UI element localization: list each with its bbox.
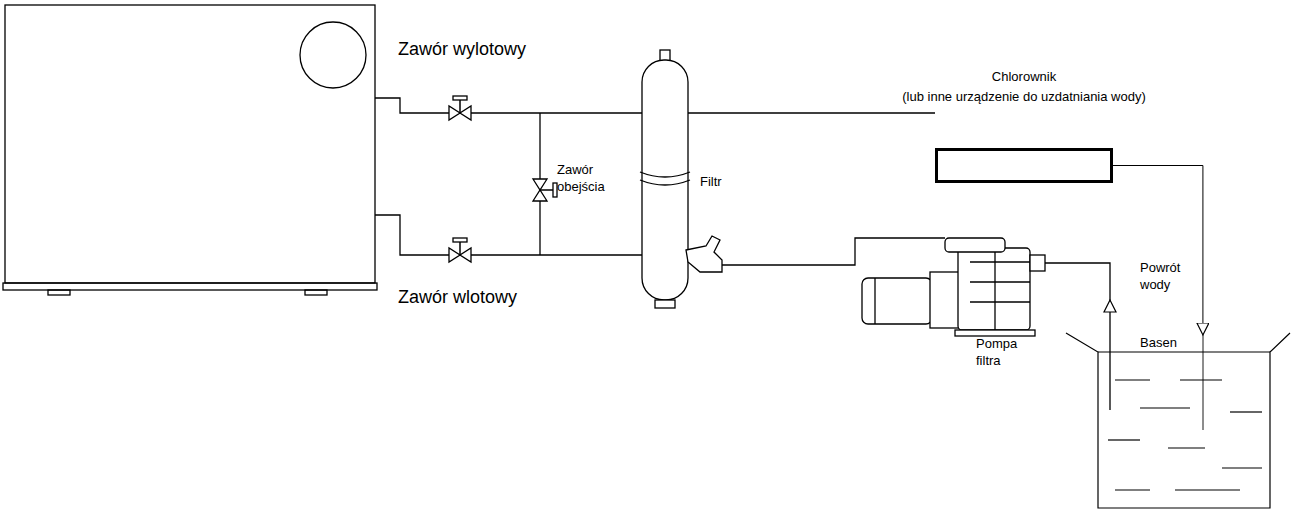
valve-label: Zawór wylotowy: [398, 38, 526, 61]
heat-pump-unit: [3, 5, 377, 295]
pool: [1066, 333, 1290, 508]
bypass-valve: [533, 179, 557, 201]
pool-area: Basen: [1098, 335, 1270, 508]
part-label: Filtr: [700, 174, 722, 191]
filter: [640, 50, 722, 308]
flow-label: Powrót wody: [1140, 260, 1180, 294]
outlet-valve: [449, 96, 471, 120]
filter-pump: [862, 238, 1045, 336]
chlorinator-box: Chlorownik(lub inne urządzenie do uzdatn…: [935, 148, 1113, 183]
valve-label: Zawór obejścia: [557, 162, 605, 196]
part-label: Pompa filtra: [976, 336, 1017, 370]
valve-label: Zawór wlotowy: [398, 286, 517, 309]
flow-arrow: [1104, 300, 1116, 312]
node-title: Basen: [1140, 335, 1177, 352]
node-note: (lub inne urządzenie do uzdatniania wody…: [902, 89, 1146, 106]
pipes: [375, 98, 1203, 430]
inlet-valve: [449, 238, 471, 262]
return-pipe: [1113, 166, 1203, 336]
node-title: Chlorownik: [992, 69, 1056, 86]
